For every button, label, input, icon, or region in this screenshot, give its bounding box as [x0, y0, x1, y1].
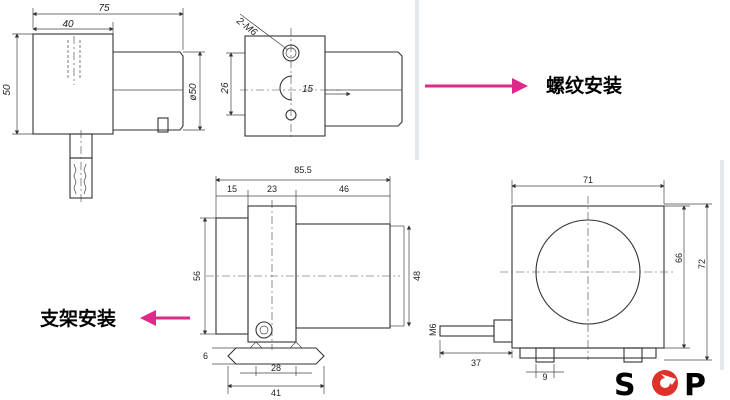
dim-side-height2: 72 — [697, 259, 707, 269]
thread-side-view: 15 2-M6 26 — [220, 13, 403, 140]
dim-slot: 9 — [542, 372, 547, 382]
dim-base-inner: 28 — [271, 363, 281, 373]
bracket-mount-caption: 支架安装 — [39, 307, 116, 330]
dim-thread: M6 — [428, 323, 438, 336]
dim-seg3: 46 — [339, 184, 349, 194]
thread-front-view: 75 40 50 ø50 — [2, 3, 205, 205]
logo-letter-s: S — [614, 368, 636, 400]
bracket-mount-label: 支架安装 — [39, 307, 190, 330]
dim-seg2: 23 — [267, 184, 277, 194]
dim-thread-len: 37 — [471, 358, 481, 368]
bracket-end-view: 71 M6 37 9 66 72 — [428, 175, 712, 382]
dim-angle: 15 — [302, 84, 314, 95]
brand-logo: S P — [614, 368, 706, 400]
dim-width-total: 75 — [98, 3, 110, 14]
dim-length-total: 85.5 — [294, 165, 312, 175]
bracket-front-view: 85.5 15 23 46 56 48 6 — [192, 165, 422, 398]
dim-base-height: 6 — [203, 351, 208, 361]
dim-side-height1: 66 — [674, 253, 684, 263]
thread-mount-caption: 螺纹安装 — [546, 74, 622, 97]
dim-offset: 26 — [220, 82, 231, 95]
thread-mount-label: 螺纹安装 — [425, 74, 622, 97]
dim-seg1: 15 — [227, 184, 237, 194]
dim-dia-body: 48 — [412, 271, 422, 281]
dim-height: 50 — [2, 84, 13, 96]
logo-letter-p: P — [684, 368, 706, 400]
dim-diameter: ø50 — [188, 83, 199, 101]
dim-side-width: 71 — [583, 175, 593, 185]
dim-base-outer: 41 — [271, 388, 281, 398]
dim-width-body: 40 — [62, 19, 74, 30]
dim-height-bracket: 56 — [192, 271, 202, 281]
